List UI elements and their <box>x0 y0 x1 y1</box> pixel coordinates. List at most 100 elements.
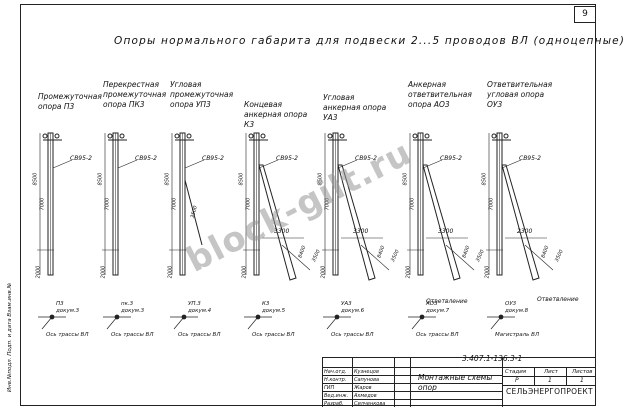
name-1: Сапунова <box>354 377 380 383</box>
pole-mark-label: СВ95-2 <box>355 155 377 162</box>
insulator-icon <box>42 133 48 139</box>
height-label: 2000 <box>405 265 412 279</box>
plan-doc-ref: докум.5 <box>262 308 286 314</box>
support-strut <box>422 164 461 281</box>
support-brace <box>184 179 203 246</box>
support-caption: Анкерная ответвительная опора АО3 <box>408 80 472 109</box>
height-label: 7000 <box>488 197 495 211</box>
height-label: 7000 <box>104 197 111 211</box>
height-label: 8500 <box>164 172 171 186</box>
plan-tag: УП.3 <box>188 301 201 307</box>
insulator-icon <box>119 133 125 139</box>
anchor-line <box>445 244 475 271</box>
pole-mark-label: СВ95-2 <box>70 155 92 162</box>
stage-h1: Лист <box>544 369 558 375</box>
span-label: 2300 <box>517 228 533 235</box>
height-label: 8500 <box>481 172 488 186</box>
plan-doc-ref: докум.8 <box>505 308 529 314</box>
title-block: 3.407.1-136.3-1 Монтажные схемы опор Ста… <box>322 354 596 407</box>
plan-axis <box>41 316 53 330</box>
pole-mark-label: СВ95-2 <box>135 155 157 162</box>
label-leader <box>422 159 443 169</box>
doc-code: 3.407.1-136.3-1 <box>462 354 523 363</box>
page-number: 9 <box>574 6 596 23</box>
organization: СЕЛЬЭНЕРГОПРОЕКТ <box>506 387 593 396</box>
stage-h2: Листов <box>572 369 593 375</box>
plan-node-icon <box>114 314 120 320</box>
span-label: 3300 <box>353 228 369 235</box>
anchor-line <box>281 244 311 271</box>
plan-axis-label: Ось трассы ВЛ <box>111 332 154 338</box>
plan-doc-ref: докум.3 <box>121 308 145 314</box>
plan-node-icon <box>334 314 340 320</box>
support-caption: Перекрестная промежуточная опора ПК3 <box>103 80 167 109</box>
plan-tag: пк.3 <box>121 301 134 307</box>
support-caption: Промежуточная опора П3 <box>38 92 102 111</box>
plan-axis <box>173 316 185 330</box>
height-label: 8500 <box>97 172 104 186</box>
insulator-icon <box>54 133 60 139</box>
plan-node-icon <box>181 314 187 320</box>
anchor-line <box>360 244 390 271</box>
stage-v0: Р <box>515 377 519 384</box>
drawing-sheet <box>20 4 596 406</box>
height-label: 2000 <box>100 265 107 279</box>
height-label: 7000 <box>39 197 46 211</box>
insulator-icon <box>248 133 254 139</box>
height-label: 7000 <box>409 197 416 211</box>
plan-axis <box>106 316 118 330</box>
name-3: Ахмедов <box>354 393 377 399</box>
plan-axis-label: Магистраль ВЛ <box>495 332 540 338</box>
plan-axis <box>411 316 423 330</box>
stage-v2: 1 <box>580 377 584 384</box>
anchor-line <box>524 244 554 271</box>
label-leader <box>258 159 279 169</box>
branch-label: Ответвление <box>537 296 579 303</box>
plan-tag: УА3 <box>341 301 352 307</box>
plan-axis-label: Ось трассы ВЛ <box>252 332 295 338</box>
height-label: 8500 <box>238 172 245 186</box>
insulator-icon <box>260 133 266 139</box>
plan-doc-ref: докум.3 <box>56 308 80 314</box>
plan-node-icon <box>49 314 55 320</box>
branch-label: Ответвление <box>426 298 468 305</box>
plan-axis-label: Ось трассы ВЛ <box>178 332 221 338</box>
stage-h0: Стадия <box>505 369 527 375</box>
plan-doc-ref: докум.6 <box>341 308 365 314</box>
support-drawings <box>37 132 554 330</box>
drawing-title: Опоры нормального габарита для подвески … <box>114 35 625 47</box>
span-label: 3300 <box>274 228 290 235</box>
label-leader <box>184 159 205 169</box>
plan-axis <box>490 316 502 330</box>
plan-node-icon <box>419 314 425 320</box>
support-strut <box>258 164 297 281</box>
height-label: 7000 <box>171 197 178 211</box>
plan-node-icon <box>498 314 504 320</box>
height-label: 2000 <box>167 265 174 279</box>
role-2: ГИП <box>324 385 335 391</box>
support-strut <box>501 164 540 281</box>
plan-axis <box>247 316 259 330</box>
support-caption: Угловая анкерная опора УА3 <box>323 93 387 122</box>
support-caption: Ответвительная угловая опора ОУ3 <box>487 80 553 109</box>
plan-tag: П3 <box>56 301 64 307</box>
support-caption: Угловая промежуточная опора УП3 <box>170 80 234 109</box>
plan-axis-label: Ось трассы ВЛ <box>46 332 89 338</box>
height-label: 2000 <box>35 265 42 279</box>
plan-doc-ref: докум.7 <box>426 308 450 314</box>
span-label: 3300 <box>438 228 454 235</box>
insulator-icon <box>412 133 418 139</box>
label-leader <box>52 159 73 169</box>
role-1: Н.контр. <box>324 377 347 383</box>
plan-tag: АО3 <box>426 301 438 307</box>
name-0: Кузнецов <box>354 369 379 375</box>
label-leader <box>501 159 522 169</box>
pole-mark-label: СВ95-2 <box>276 155 298 162</box>
height-label: 2000 <box>484 265 491 279</box>
plan-doc-ref: докум.4 <box>188 308 212 314</box>
insulator-icon <box>186 133 192 139</box>
label-leader <box>117 159 138 169</box>
pole-mark-label: СВ95-2 <box>519 155 541 162</box>
support-strut <box>337 164 376 281</box>
label-leader <box>337 159 358 169</box>
